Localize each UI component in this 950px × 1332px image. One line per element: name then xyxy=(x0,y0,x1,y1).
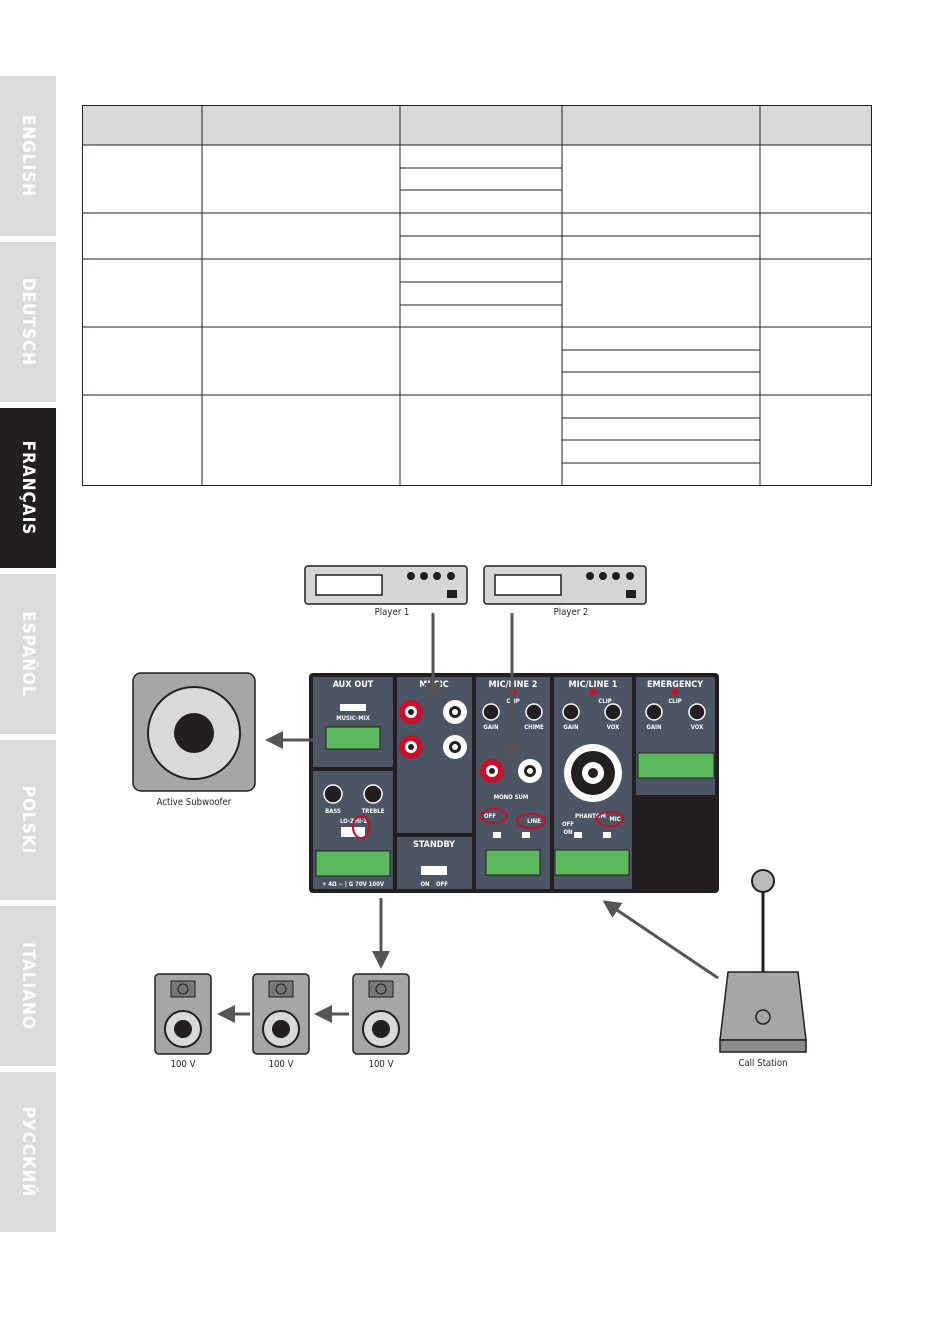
phantom-label: PHANTOM xyxy=(575,813,606,820)
subwoofer-label: Active Subwoofer xyxy=(157,797,232,808)
tab-polski[interactable]: POLSKI xyxy=(0,740,56,900)
standby-section: STANDBY ON OFF xyxy=(397,837,472,889)
call-station-talk-button xyxy=(755,1009,771,1025)
mic-line-1-led-1 xyxy=(574,832,582,838)
music-mix-label: MUSIC-MIX xyxy=(336,715,370,722)
mic-line-2-gain-knob[interactable] xyxy=(482,703,500,721)
hi-z-label: HI-Z xyxy=(355,818,368,825)
mic-highlight xyxy=(596,811,624,827)
line-highlight xyxy=(516,813,546,829)
tab-label: DEUTSCH xyxy=(18,277,38,367)
chime-knob[interactable] xyxy=(525,703,543,721)
emergency-clip-led xyxy=(671,688,679,696)
mono-sum-label: MONO SUM xyxy=(494,794,529,801)
emergency-clip-label: CLIP xyxy=(668,698,681,705)
mic-line-2-terminal[interactable] xyxy=(485,849,541,876)
emergency-section: EMERGENCY CLIP GAIN VOX xyxy=(636,677,715,795)
standby-heading: STANDBY xyxy=(413,840,455,850)
lo-z-label: LO-Z xyxy=(340,818,354,825)
speaker-2: 100 V xyxy=(252,973,310,1070)
connection-diagram: Player 1 Player 2 Active Subwoofer AUX O… xyxy=(132,565,807,1070)
emergency-terminal[interactable] xyxy=(637,752,715,779)
tab-english[interactable]: ENGLISH xyxy=(0,76,56,236)
call-station: Call Station xyxy=(719,869,807,1069)
mic-line-1-clip-led xyxy=(589,688,597,696)
call-station-arrow xyxy=(602,900,719,980)
chime-label: CHIME xyxy=(524,724,544,731)
mic-line-1-mic-label: MIC xyxy=(609,816,620,823)
phantom-off-label: OFF xyxy=(562,821,574,828)
speaker-1-label: 100 V xyxy=(171,1059,196,1070)
language-tabs: ENGLISH DEUTSCH FRANÇAIS ESPAÑOL POLSKI … xyxy=(0,76,56,1238)
mic-line-1-terminal[interactable] xyxy=(554,849,630,876)
connection-arrows xyxy=(217,613,719,1023)
tab-deutsch[interactable]: DEUTSCH xyxy=(0,242,56,402)
speaker-terminal-labels: + 4Ω − | G 70V 100V xyxy=(322,881,385,888)
mic-line-2-line-label: LINE xyxy=(527,818,541,825)
call-station-mic-head xyxy=(751,869,775,893)
music-mix-switch[interactable] xyxy=(340,704,366,711)
mic-line-2-gain-label: GAIN xyxy=(483,724,499,731)
tab-label: ENGLISH xyxy=(18,114,38,198)
speaker-3: 100 V xyxy=(352,973,410,1070)
aux-out-terminal[interactable] xyxy=(325,726,381,750)
speaker-3-label: 100 V xyxy=(369,1059,394,1070)
standby-on-label: ON xyxy=(420,881,430,888)
mic-line-1-heading: MIC/LINE 1 xyxy=(569,680,618,690)
hi-z-highlight xyxy=(352,815,370,839)
empty-spec-table xyxy=(82,105,872,486)
standby-off-label: OFF xyxy=(436,881,448,888)
bass-knob[interactable] xyxy=(323,784,343,804)
aux-out-section: AUX OUT MUSIC-MIX xyxy=(313,677,393,767)
bass-label: BASS xyxy=(325,808,341,815)
tab-espanol[interactable]: ESPAÑOL xyxy=(0,574,56,734)
tab-russian[interactable]: РУССКИЙ xyxy=(0,1072,56,1232)
player-2-device: Player 2 xyxy=(483,565,647,618)
tab-label: FRANÇAIS xyxy=(18,440,38,536)
emergency-vox-label: VOX xyxy=(691,724,704,731)
mic-line-1-gain-label: GAIN xyxy=(563,724,579,731)
mic-line-1-vox-label: VOX xyxy=(607,724,620,731)
player-2-label: Player 2 xyxy=(554,607,589,618)
tab-francais[interactable]: FRANÇAIS xyxy=(0,408,56,568)
tab-italiano[interactable]: ITALIANO xyxy=(0,906,56,1066)
mic-line-1-led-2 xyxy=(603,832,611,838)
mic-line-1-vox-knob[interactable] xyxy=(604,703,622,721)
emergency-gain-knob[interactable] xyxy=(645,703,663,721)
emergency-vox-knob[interactable] xyxy=(688,703,706,721)
mic-line-1-section: MIC/LINE 1 CLIP GAIN VOX PHANTOM OFF ON … xyxy=(554,677,632,889)
aux-out-heading: AUX OUT xyxy=(333,680,374,690)
active-subwoofer: Active Subwoofer xyxy=(132,672,256,808)
tab-label: РУССКИЙ xyxy=(18,1106,38,1198)
emergency-gain-label: GAIN xyxy=(646,724,662,731)
player-1-label: Player 1 xyxy=(375,607,410,618)
mic-line-2-led-1 xyxy=(493,832,501,838)
off-highlight xyxy=(480,808,508,824)
phantom-on-label: ON xyxy=(563,829,573,836)
speaker-output-section: BASS TREBLE LO-Z HI-Z + 4Ω − | G 70V 100… xyxy=(313,771,393,889)
treble-label: TREBLE xyxy=(362,808,385,815)
amplifier-rear-panel: AUX OUT MUSIC-MIX BASS TREBLE LO-Z HI-Z … xyxy=(309,673,719,893)
call-station-label: Call Station xyxy=(738,1058,787,1069)
mic-line-2-off-label: OFF xyxy=(484,813,496,820)
music-section: MUSIC xyxy=(397,677,472,833)
mic-line-2-led-2 xyxy=(522,832,530,838)
speaker-terminal[interactable] xyxy=(315,850,391,877)
emergency-heading: EMERGENCY xyxy=(647,680,703,690)
speaker-2-label: 100 V xyxy=(269,1059,294,1070)
mic-line-1-clip-label: CLIP xyxy=(598,698,611,705)
treble-knob[interactable] xyxy=(363,784,383,804)
standby-switch[interactable] xyxy=(421,866,447,875)
mic-line-1-gain-knob[interactable] xyxy=(562,703,580,721)
player-1-device: Player 1 xyxy=(304,565,468,618)
speaker-1: 100 V xyxy=(154,973,212,1070)
